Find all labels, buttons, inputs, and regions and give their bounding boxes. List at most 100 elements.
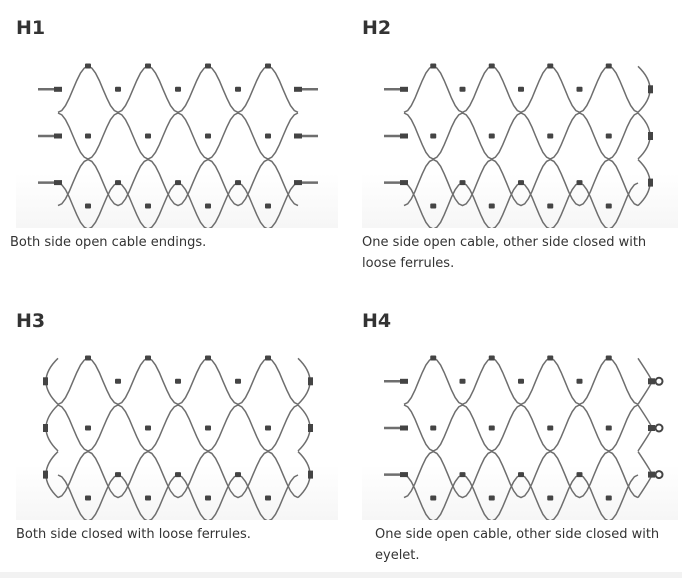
mesh-ferrule xyxy=(605,133,612,139)
mesh-ferrule xyxy=(115,86,121,92)
mesh-image-h3 xyxy=(16,336,338,520)
mesh-image-h2 xyxy=(362,44,678,228)
mesh-ferrule xyxy=(85,203,91,209)
mesh-ferrule xyxy=(265,63,271,69)
mesh-ferrule xyxy=(308,424,313,432)
mesh-cable xyxy=(403,450,639,499)
mesh-ferrule xyxy=(576,378,583,384)
mesh-ferrule xyxy=(145,203,151,209)
mesh-ferrule xyxy=(115,378,121,384)
card-caption: Both side open cable endings. xyxy=(10,235,207,250)
mesh-ferrule xyxy=(265,133,271,139)
mesh-ferrule xyxy=(430,355,437,361)
mesh-ferrule xyxy=(400,472,408,478)
mesh-ferrule xyxy=(648,178,653,187)
mesh-cable xyxy=(403,404,639,452)
mesh-image-h1 xyxy=(16,44,338,228)
mesh-ferrule xyxy=(400,180,408,186)
mesh-ferrule xyxy=(488,63,495,69)
card-title: H4 xyxy=(362,310,392,332)
mesh-ferrule xyxy=(547,133,554,139)
mesh-ferrule xyxy=(576,180,583,186)
mesh-cable xyxy=(403,158,639,207)
mesh-loop-end xyxy=(637,404,653,429)
mesh-ferrule xyxy=(235,378,241,384)
mesh-ferrule xyxy=(115,472,121,478)
mesh-cable xyxy=(57,158,299,207)
mesh-ferrule xyxy=(85,133,91,139)
mesh-ferrule xyxy=(518,472,524,478)
mesh-ferrule xyxy=(145,63,151,69)
mesh-ferrule xyxy=(547,495,554,501)
mesh-ferrule xyxy=(518,378,524,384)
mesh-ferrule xyxy=(648,132,653,140)
eyelet-icon xyxy=(654,470,664,480)
mesh-ferrule xyxy=(43,377,48,386)
mesh-ferrule xyxy=(43,470,48,479)
mesh-ferrule xyxy=(605,495,612,501)
mesh-ferrule xyxy=(175,472,181,478)
eyelet-icon xyxy=(654,423,664,433)
mesh-diagram xyxy=(384,355,664,520)
mesh-ferrule xyxy=(145,425,151,431)
card-title: H1 xyxy=(16,17,46,39)
mesh-cable xyxy=(57,112,299,160)
mesh-ferrule xyxy=(235,86,241,92)
mesh-ferrule xyxy=(205,495,211,501)
card-title: H3 xyxy=(16,310,46,332)
mesh-ferrule xyxy=(235,180,241,186)
mesh-ferrule xyxy=(605,63,612,69)
mesh-ferrule xyxy=(648,471,655,478)
mesh-ferrule xyxy=(488,355,495,361)
mesh-ferrule xyxy=(576,86,583,92)
mesh-ferrule xyxy=(85,63,91,69)
mesh-diagram xyxy=(43,355,313,520)
mesh-ferrule xyxy=(648,425,655,431)
card-caption: One side open cable, other side closed w… xyxy=(375,527,660,563)
mesh-image-h4 xyxy=(362,336,678,520)
mesh-ferrule xyxy=(430,425,437,431)
mesh-ferrule xyxy=(547,63,554,69)
mesh-ferrule xyxy=(605,425,612,431)
mesh-ferrule xyxy=(265,203,271,209)
mesh-ferrule xyxy=(265,425,271,431)
mesh-ferrule xyxy=(308,377,313,386)
mesh-ferrule xyxy=(459,378,466,384)
mesh-ferrule xyxy=(115,180,121,186)
mesh-ferrule xyxy=(400,425,408,431)
mesh-ferrule xyxy=(430,133,437,139)
mesh-ferrule xyxy=(85,355,91,361)
mesh-loop-end xyxy=(637,451,653,475)
mesh-ferrule xyxy=(54,133,62,139)
mesh-ferrule xyxy=(294,180,302,186)
mesh-ferrule xyxy=(54,180,62,186)
mesh-ferrule xyxy=(400,86,408,92)
mesh-ferrule xyxy=(265,495,271,501)
mesh-loop-end xyxy=(637,357,653,382)
mesh-ferrule xyxy=(430,63,437,69)
mesh-ferrule xyxy=(54,86,62,92)
mesh-ferrule xyxy=(308,470,313,479)
mesh-ferrule xyxy=(488,495,495,501)
mesh-ferrule xyxy=(400,133,408,139)
mesh-ferrule xyxy=(430,203,437,209)
mesh-ferrule xyxy=(547,203,554,209)
mesh-ferrule xyxy=(265,355,271,361)
mesh-ferrule xyxy=(488,425,495,431)
mesh-ferrule xyxy=(605,203,612,209)
mesh-loop-end xyxy=(637,381,653,405)
mesh-ferrule xyxy=(85,495,91,501)
mesh-ferrule xyxy=(205,203,211,209)
mesh-ferrule xyxy=(547,425,554,431)
mesh-cable xyxy=(57,450,299,499)
mesh-ferrule xyxy=(235,472,241,478)
mesh-ferrule xyxy=(145,355,151,361)
mesh-ferrule xyxy=(145,495,151,501)
mesh-ferrule xyxy=(459,86,466,92)
mesh-diagram xyxy=(38,63,318,228)
mesh-ferrule xyxy=(400,378,408,384)
mesh-loop-end xyxy=(637,427,653,452)
mesh-loop-end xyxy=(637,474,653,499)
mesh-ferrule xyxy=(488,133,495,139)
eyelet-icon xyxy=(654,376,664,386)
